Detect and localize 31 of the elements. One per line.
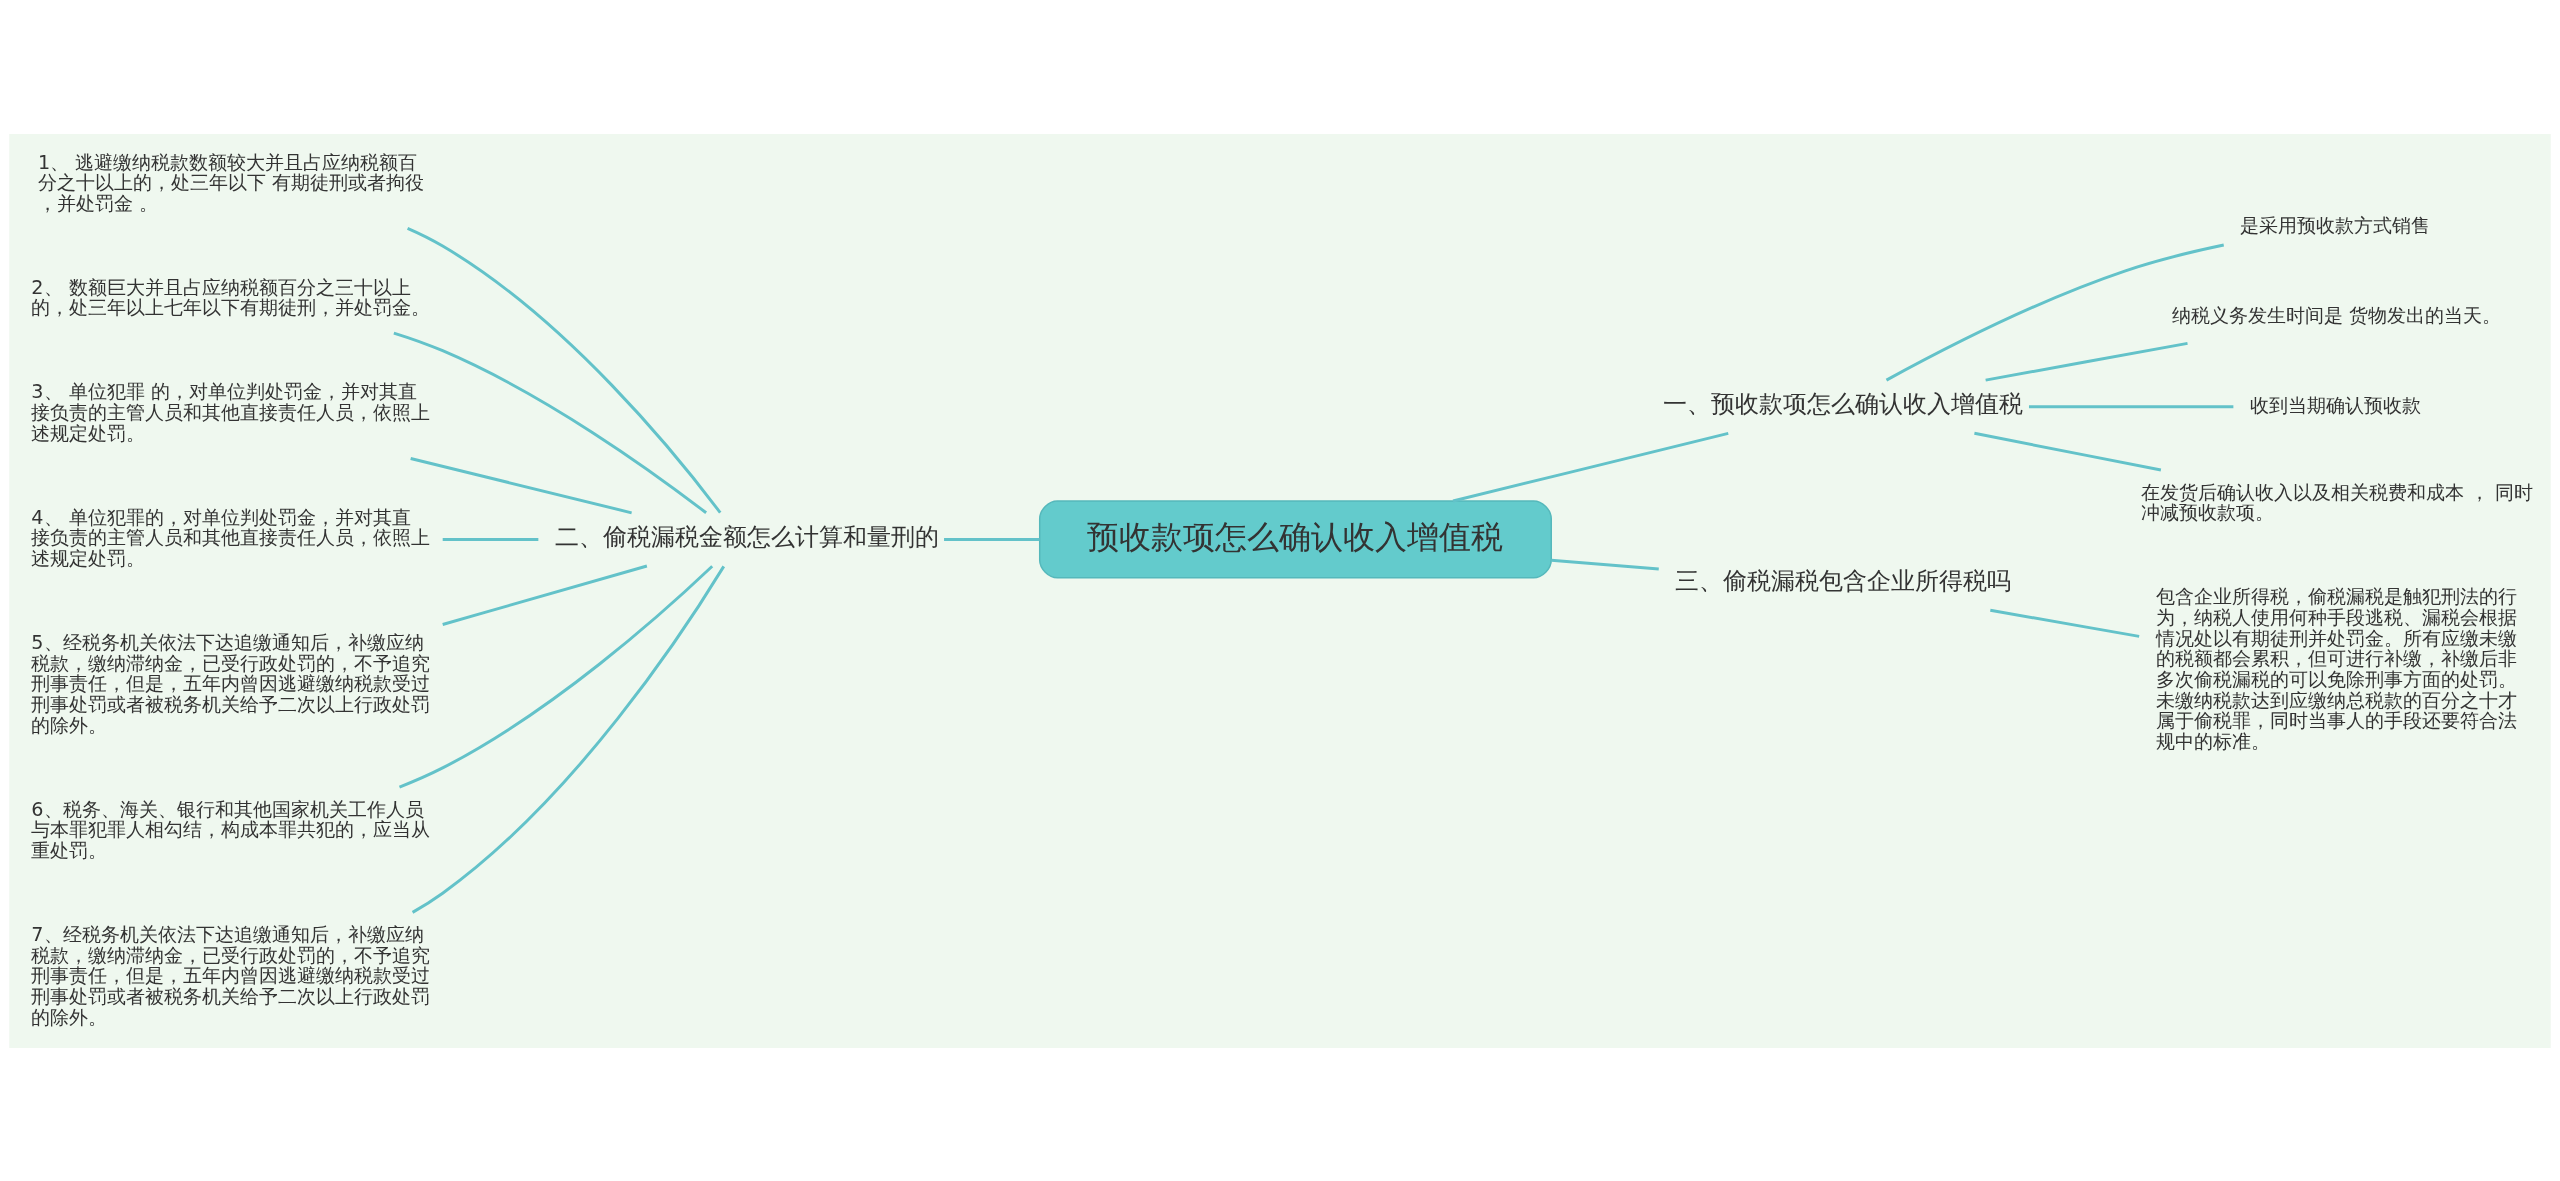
node-text: 7、经税务机关依法下达追缴通知后，补缴应纳税款，缴纳滞纳金，已受行政处罚的，不予追究刑事责任，但是，五年内曾因逃避缴纳税款受过刑事处罚或者被税务机关给予二次以上行政处罚的除外。 xyxy=(31,922,431,1029)
node-text: 是采用预收款方式销售 xyxy=(2240,213,2431,237)
connector xyxy=(944,537,1040,541)
node-text: 三、偷税漏税包含企业所得税吗 xyxy=(1675,566,2012,595)
connector xyxy=(1990,608,2140,638)
node-text: 一、预收款项怎么确认收入增值税 xyxy=(1663,389,2024,418)
connector xyxy=(1452,431,1729,502)
connector xyxy=(398,564,714,788)
connector xyxy=(442,564,648,626)
node-text: 2、 数额巨大并且占应纳税额百分之三十以上的，处三年以上七年以下有期徒刑，并处罚金。 xyxy=(31,275,431,319)
connector xyxy=(1885,243,2225,381)
connector xyxy=(406,226,722,514)
connector xyxy=(411,565,726,914)
node-text: 二、偷税漏税金额怎么计算和量刑的 xyxy=(554,522,939,551)
connector xyxy=(1974,431,2162,471)
node-text: 1、 逃避缴纳税款数额较大并且占应纳税额百分之十以上的，处三年以下 有期徒刑或者拘役，并处罚金 。 xyxy=(37,150,425,215)
node-box: 预收款项怎么确认收入增值税 xyxy=(1038,499,1552,578)
connector xyxy=(442,537,539,541)
connector xyxy=(1551,558,1659,571)
node-text: 收到当期确认预收款 xyxy=(2250,393,2422,417)
connector xyxy=(393,331,707,514)
node-text: 4、 单位犯罪的，对单位判处罚金，并对其直接负责的主管人员和其他直接责任人员，依照上述规定处罚。 xyxy=(31,505,431,570)
connector xyxy=(1985,341,2188,382)
node-text: 5、经税务机关依法下达追缴通知后，补缴应纳税款，缴纳滞纳金，已受行政处罚的，不予追究刑事责任，但是，五年内曾因逃避缴纳税款受过刑事处罚或者被税务机关给予二次以上行政处罚的除外。 xyxy=(31,630,431,737)
node-text: 包含企业所得税，偷税漏税是触犯刑法的行为，纳税人使用何种手段逃税、漏税会根据情况处以有期徒刑并处罚金。所有应缴未缴的税额都会累积，但可进行补缴，补缴后非多次偷税漏税的可以免除刑事方面的处罚。未缴纳税款达到应缴纳总税款的百分之十才属于偷税罪，同时当事人的手段还要符合法规中的标准。 xyxy=(2155,584,2517,753)
connector xyxy=(2029,404,2234,408)
node-text: 3、 单位犯罪 的，对单位判处罚金，并对其直接负责的主管人员和其他直接责任人员，依照上述规定处罚。 xyxy=(31,379,431,445)
connector xyxy=(410,456,632,514)
node-text: 6、税务、海关、银行和其他国家机关工作人员与本罪犯罪人相勾结，构成本罪共犯的，应当从重处罚。 xyxy=(31,797,431,862)
node-text: 在发货后确认收入以及相关税费和成本 ， 同时冲减预收款项。 xyxy=(2140,480,2534,524)
node-text: 纳税义务发生时间是 货物发出的当天。 xyxy=(2171,303,2501,327)
